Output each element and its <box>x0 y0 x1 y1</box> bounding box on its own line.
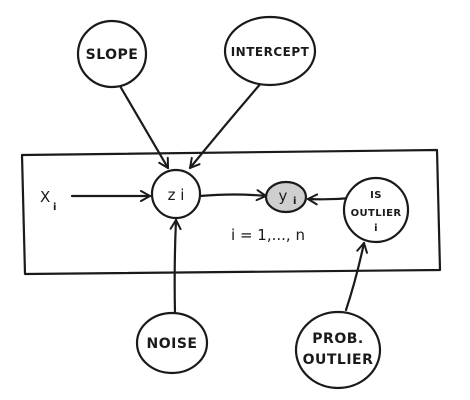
plate <box>20 148 442 276</box>
prob-outlier-line2: OUTLIER <box>303 352 374 368</box>
edge-z-to-y <box>198 189 268 202</box>
slope-label: SLOPE <box>86 47 139 63</box>
x-label: X <box>40 188 50 206</box>
edge-prob-outlier-to-isoutlier <box>344 241 368 312</box>
x-input: X i <box>40 188 57 213</box>
noise-label: NOISE <box>147 336 198 352</box>
x-subscript: i <box>53 202 57 213</box>
plate-label: i = 1,..., n <box>231 226 305 244</box>
is-outlier-line1: IS <box>370 190 382 201</box>
is-outlier-line3: i <box>374 223 378 234</box>
edge-slope-to-z <box>118 84 170 170</box>
intercept-label: INTERCEPT <box>231 45 310 59</box>
edge-isoutlier-to-y <box>306 193 353 206</box>
edge-noise-to-z <box>169 218 182 316</box>
y-subscript: i <box>293 196 297 207</box>
z-node: z i <box>150 168 202 220</box>
prob-outlier-line1: PROB. <box>312 331 363 347</box>
noise-node: NOISE <box>135 311 209 375</box>
y-node: y i <box>264 180 308 214</box>
y-label: y <box>279 187 288 205</box>
prob-outlier-node: PROB. OUTLIER <box>294 310 382 390</box>
is-outlier-line2: OUTLIER <box>351 208 402 219</box>
slope-node: SLOPE <box>76 19 148 89</box>
intercept-node: INTERCEPT <box>223 15 317 87</box>
is-outlier-node: IS OUTLIER i <box>342 176 410 244</box>
z-label: z i <box>168 186 185 204</box>
edge-intercept-to-z <box>188 80 264 170</box>
